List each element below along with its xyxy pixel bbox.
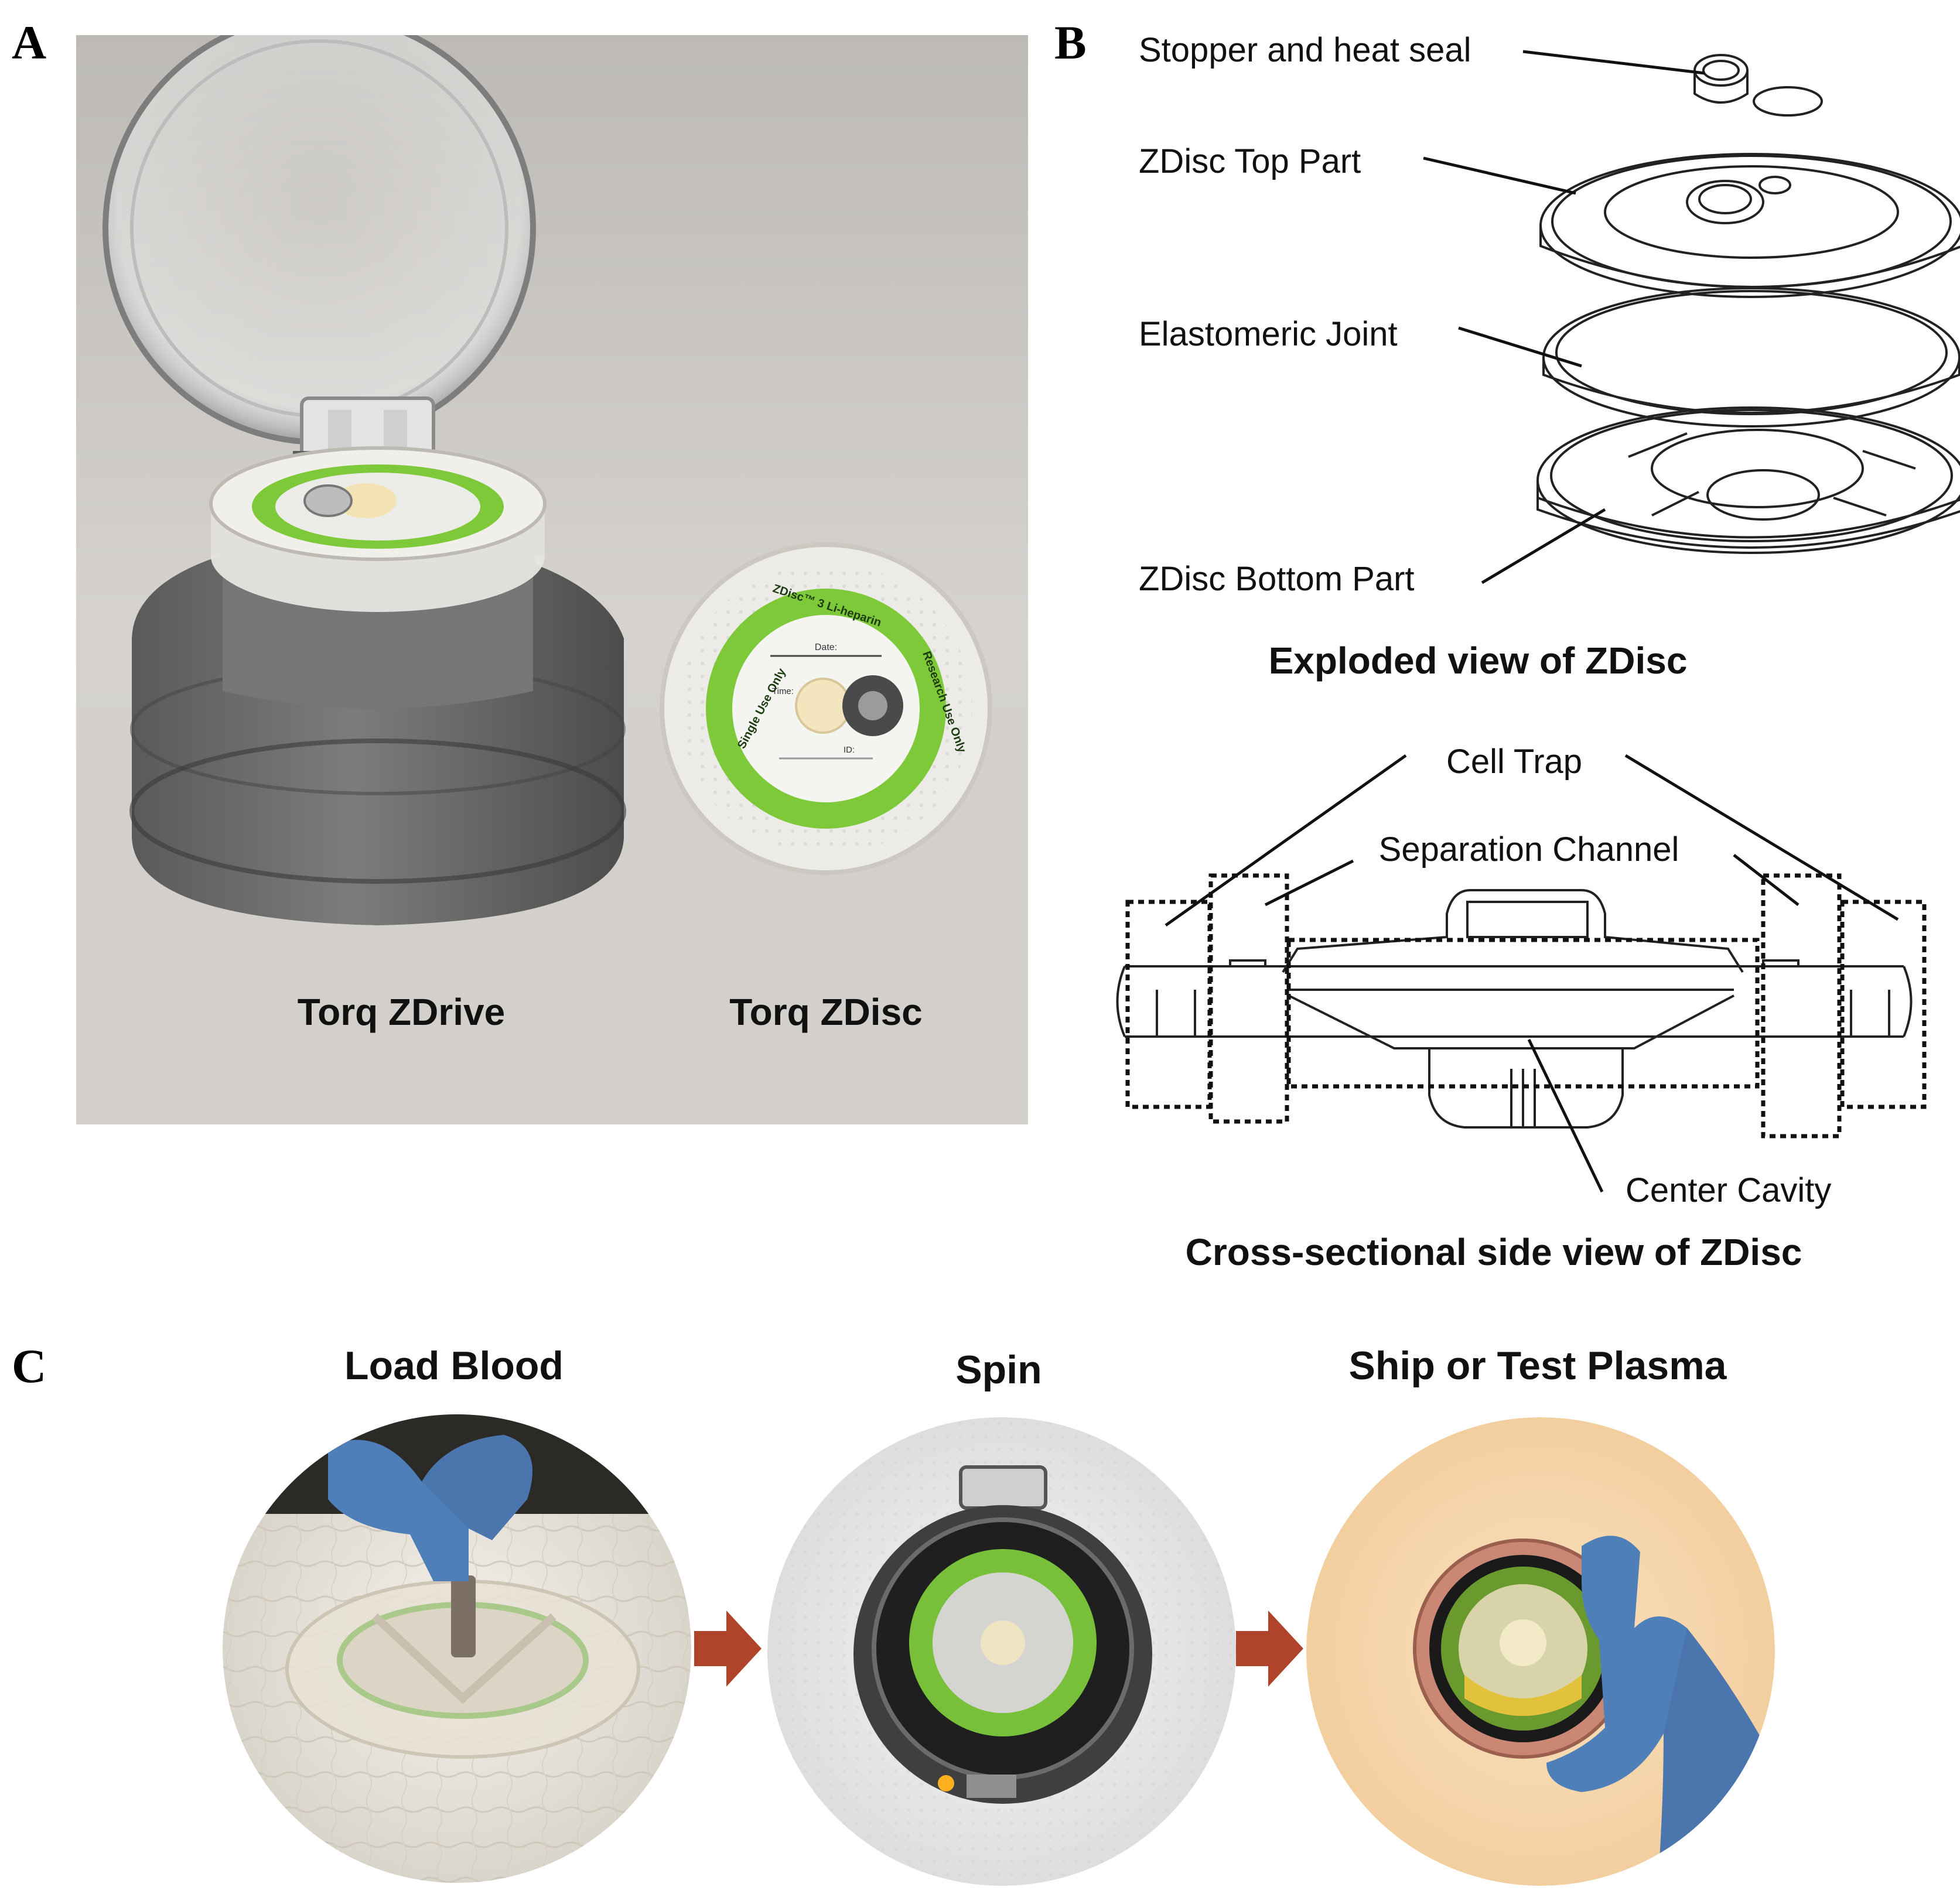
load-blood-photo — [223, 1414, 691, 1883]
plasma-photo — [1306, 1417, 1775, 1886]
disc-date-text: Date: — [815, 642, 837, 652]
cross-section-drawing — [1116, 889, 1913, 1129]
panel-a-photo: ZDisc™ 3 Li-heparin Date: Time: ID: Sing… — [76, 35, 1028, 1124]
spin-photo — [767, 1417, 1236, 1886]
top-part-label: ZDisc Top Part — [1139, 142, 1361, 180]
step-load-blood-title: Load Blood — [344, 1343, 564, 1388]
step-arrow-1 — [694, 1611, 762, 1687]
exploded-leader-lines — [1423, 50, 1705, 584]
center-cavity-label: Center Cavity — [1626, 1171, 1831, 1209]
step-spin-title: Spin — [955, 1348, 1042, 1392]
panel-b-letter: B — [1054, 16, 1087, 69]
separation-channel-label: Separation Channel — [1379, 830, 1679, 869]
disc-id-text: ID: — [844, 745, 855, 755]
exploded-view-drawing — [1536, 54, 1960, 554]
standalone-zdisc — [660, 542, 992, 875]
cross-section-leader-lines — [1165, 754, 1899, 1193]
zdrive-caption: Torq ZDrive — [298, 991, 505, 1033]
step-arrow-2 — [1236, 1611, 1303, 1687]
panel-a-letter: A — [12, 16, 46, 69]
bottom-part-label: ZDisc Bottom Part — [1139, 560, 1415, 598]
stopper-label: Stopper and heat seal — [1139, 31, 1471, 69]
zdisc-caption: Torq ZDisc — [729, 991, 923, 1033]
panel-c-letter: C — [12, 1339, 46, 1393]
exploded-view-caption: Exploded view of ZDisc — [1269, 640, 1688, 682]
cell-trap-label: Cell Trap — [1446, 743, 1582, 781]
cross-section-dotted-boxes — [1125, 873, 1927, 1138]
disc-time-text: Time: — [772, 686, 794, 696]
elastomeric-joint-label: Elastomeric Joint — [1139, 315, 1398, 353]
seated-zdisc — [209, 446, 547, 612]
cross-section-caption: Cross-sectional side view of ZDisc — [1186, 1231, 1802, 1273]
step-ship-test-title: Ship or Test Plasma — [1349, 1343, 1727, 1388]
